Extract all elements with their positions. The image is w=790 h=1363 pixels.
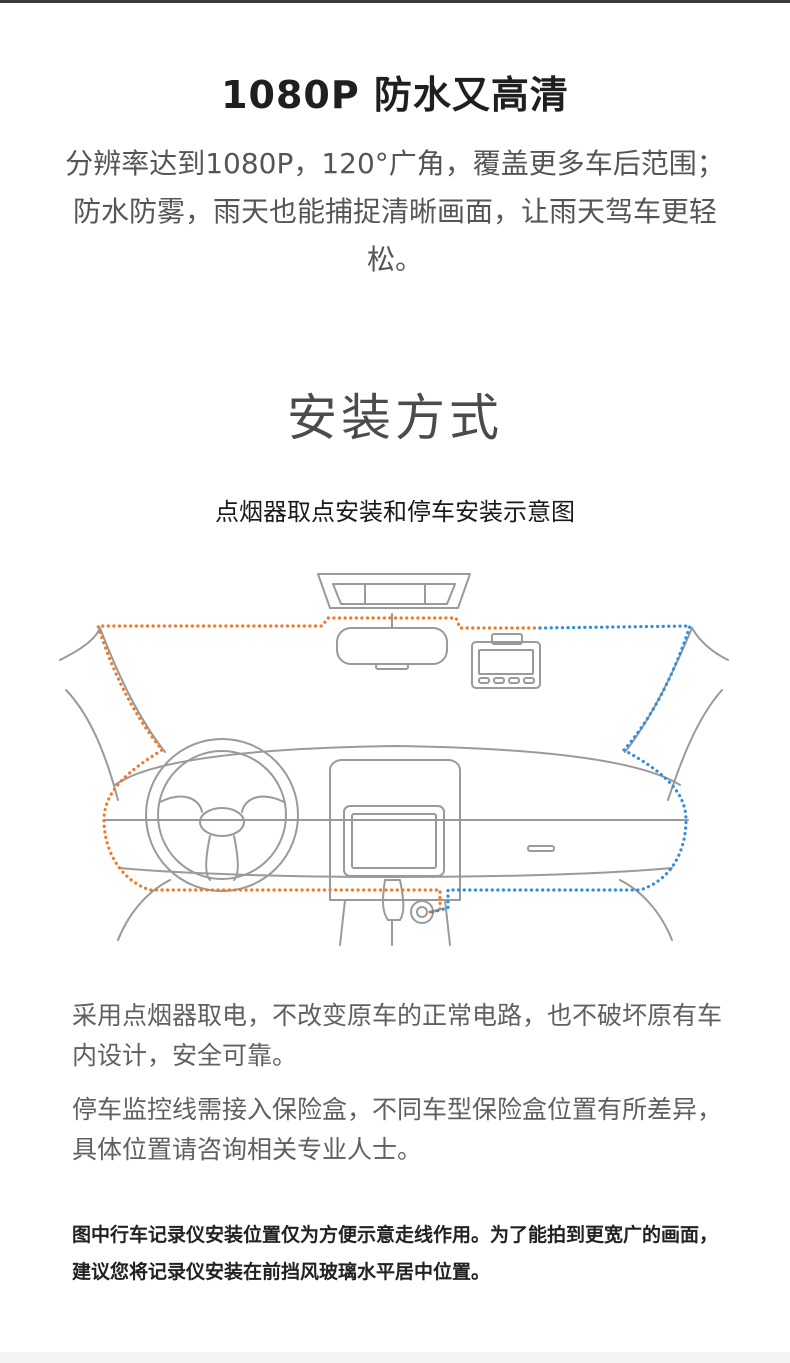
section-title: 安装方式 [287, 389, 503, 447]
feature-description: 分辨率达到1080P，120°广角，覆盖更多车后范围；防水防雾，雨天也能捕捉清晰… [65, 147, 725, 276]
parking-monitor-route [430, 624, 693, 914]
rearview-mirror [336, 627, 448, 665]
right-a-pillar [624, 627, 729, 753]
installation-diagram [59, 573, 729, 946]
dashboard [114, 745, 681, 786]
cigarette-lighter-route [95, 616, 542, 914]
installation-note: 图中行车记录仪安装位置仅为方便示意走线作用。为了能拍到更宽广的画面，建议您将记录… [72, 1224, 719, 1283]
bottom-strip [0, 1352, 790, 1363]
feature-title: 1080P 防水又高清 [221, 73, 569, 117]
top-rule [0, 0, 790, 3]
installation-paragraph-1: 采用点烟器取电，不改变原车的正常电路，也不破坏原有车内设计，安全可靠。 [72, 1001, 723, 1070]
dashcam-device [471, 633, 541, 689]
steering-wheel [145, 738, 299, 892]
center-console [329, 759, 461, 946]
installation-paragraph-2: 停车监控线需接入保险盒，不同车型保险盒位置有所差异，具体位置请咨询相关专业人士。 [72, 1095, 723, 1164]
diagram-caption: 点烟器取点安装和停车安装示意图 [215, 498, 575, 526]
overhead-console [317, 573, 471, 609]
